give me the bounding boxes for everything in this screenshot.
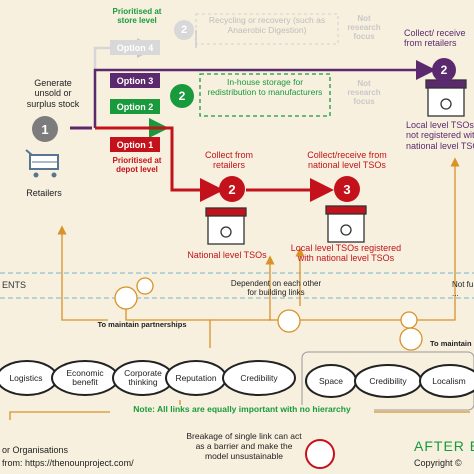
prioritised-store-label: Prioritised at store level <box>112 7 162 26</box>
note-label: Note: All links are equally important wi… <box>110 404 374 415</box>
icons-from-label: from: https://thenounproject.com/ <box>2 458 134 468</box>
local-registered-label: Local level TSOs registered with nationa… <box>290 243 402 264</box>
step-circle-1: 1 <box>32 116 58 142</box>
option-4-box: Option 4 <box>110 40 160 55</box>
step-circle-option4: 2 <box>174 20 194 40</box>
line-option4 <box>93 38 157 128</box>
store-icon-national <box>205 207 247 245</box>
inhouse-box <box>199 73 331 117</box>
not-focus-top-label: Not research focus <box>347 14 381 42</box>
chain-space: Space <box>318 375 344 386</box>
option-2-box: Option 2 <box>110 99 160 114</box>
store-icon-local-unregistered <box>425 79 467 117</box>
store-icon-local-registered <box>325 205 367 243</box>
store-icons <box>205 79 467 245</box>
broken-link-icon <box>305 439 335 469</box>
to-maintain-right-label: To maintain <box>430 339 472 348</box>
option-3-box: Option 3 <box>110 73 160 88</box>
breakage-label: Breakage of single link can act as a bar… <box>186 431 302 461</box>
prioritised-depot-label: Prioritised at depot level <box>112 156 162 175</box>
line-option1 <box>95 126 224 202</box>
chain-credibility-right: Credibility <box>369 375 407 386</box>
handshake-icons <box>114 277 423 351</box>
not-fu-label: Not fu... to ... <box>452 280 474 299</box>
chain-credibility-left: Credibility <box>240 372 278 383</box>
step-circle-right: 2 <box>432 58 456 82</box>
after-label: AFTER EV <box>414 438 474 454</box>
chain-reputation: Reputation <box>175 372 217 383</box>
chain-economic-benefit: Economic benefit <box>66 368 104 387</box>
dependent-label: Dependent on each other for building lin… <box>230 279 322 298</box>
retailers-label: Retailers <box>26 188 62 198</box>
line-option3 <box>93 60 436 128</box>
recycling-label: Recycling or recovery (such as Anaerobic… <box>208 15 326 35</box>
chain-links-left <box>0 360 296 396</box>
for-organisations-label: or Organisations <box>2 445 69 455</box>
chain-right-frame <box>301 351 474 411</box>
maintain-partnerships-label: To maintain partnerships <box>97 320 187 329</box>
chain-corporate-thinking: Corporate thinking <box>124 368 162 387</box>
chain-links-right <box>305 364 474 398</box>
generate-label: Generate unsold or surplus stock <box>26 78 80 109</box>
local-not-registered-label: Local level TSOs not registered with nat… <box>406 120 474 151</box>
copyright-label: Copyright © <box>414 458 462 468</box>
ents-label: ENTS <box>2 280 27 290</box>
national-tsos-label: National level TSOs <box>187 250 267 260</box>
cart-icon <box>25 149 59 178</box>
not-focus-mid-label: Not research focus <box>347 79 381 107</box>
option-1-box: Option 1 <box>110 137 160 152</box>
step-circle-national: 2 <box>219 176 245 202</box>
collect-retailers-label: Collect from retailers <box>204 150 253 171</box>
collect-right-label: Collect/ receive from retailers <box>404 28 466 49</box>
chain-logistics: Logistics <box>9 372 43 383</box>
inhouse-label: In-house storage for redistribution to m… <box>207 77 323 97</box>
step-circle-local: 3 <box>334 176 360 202</box>
recycling-box <box>195 13 339 45</box>
collect-national-label: Collect/receive from national level TSOs <box>307 150 387 171</box>
chain-localism: Localism <box>432 375 466 386</box>
flow-lines <box>70 30 436 202</box>
step-circle-option2: 2 <box>170 84 194 108</box>
